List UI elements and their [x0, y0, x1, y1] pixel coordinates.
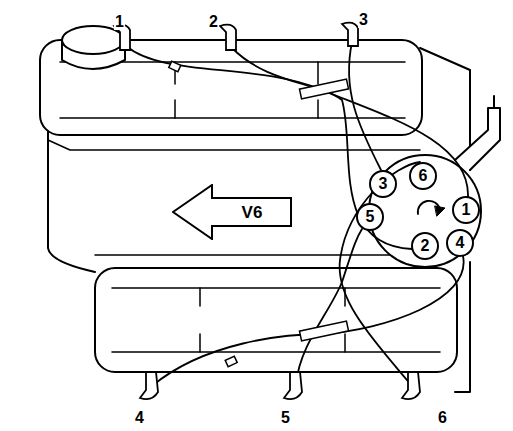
- cylinder-number: 3: [358, 12, 369, 28]
- plug-wire: [152, 256, 464, 386]
- plug-wire: [349, 42, 381, 170]
- valve-cover: [95, 268, 457, 372]
- wire-clip: [225, 356, 237, 367]
- spark-plug-boot: [342, 23, 358, 46]
- cylinder-number: 4: [134, 410, 145, 426]
- terminal-number: 2: [421, 238, 430, 254]
- spark-plug-boot: [140, 372, 158, 399]
- engine-block: [48, 132, 95, 272]
- wire-clip: [299, 321, 348, 341]
- vacuum-advance: [455, 108, 500, 170]
- arrow-label: V6: [242, 204, 263, 221]
- wire-clip: [169, 61, 181, 72]
- terminal-number: 3: [379, 176, 388, 192]
- spark-plug-boot: [402, 372, 420, 399]
- arrow-outline: [172, 184, 292, 240]
- terminal-number: 6: [419, 168, 428, 184]
- distributor-terminal: 4: [446, 229, 474, 257]
- engine-block: [420, 48, 470, 170]
- cylinder-number: 6: [437, 410, 448, 426]
- wire-clip: [299, 79, 348, 99]
- valve-cover-rib: [200, 288, 345, 352]
- arrow-outline: [173, 185, 291, 239]
- cylinder-number: 2: [208, 14, 219, 30]
- cylinder-number: 1: [114, 14, 125, 30]
- valve-cover-rib: [175, 62, 318, 118]
- block-edge: [95, 254, 420, 256]
- terminal-number: 5: [366, 209, 375, 225]
- terminal-number: 1: [462, 202, 471, 218]
- plug-wire: [340, 162, 420, 386]
- valve-cover-rib: [60, 62, 405, 118]
- distributor-terminal: 1: [452, 196, 480, 224]
- spark-plug-boot: [220, 25, 236, 50]
- block-edge: [48, 140, 420, 150]
- valve-cover-rib: [112, 288, 440, 352]
- plug-wire: [126, 46, 468, 197]
- direction-arrow: V6: [172, 184, 292, 240]
- oil-filler-cap: [62, 26, 124, 54]
- vacuum-advance: [493, 96, 495, 108]
- terminal-number: 4: [456, 235, 465, 251]
- distributor-terminal: 2: [411, 232, 439, 260]
- distributor-terminal: 6: [409, 162, 437, 190]
- distributor-terminal: 5: [356, 203, 384, 231]
- cylinder-number: 5: [280, 410, 291, 426]
- distributor-terminal: 3: [369, 170, 397, 198]
- plug-wire: [232, 48, 412, 249]
- distributor-cap: [369, 155, 481, 267]
- spark-plug-boot: [284, 372, 302, 399]
- rotation-arrow: [435, 206, 445, 216]
